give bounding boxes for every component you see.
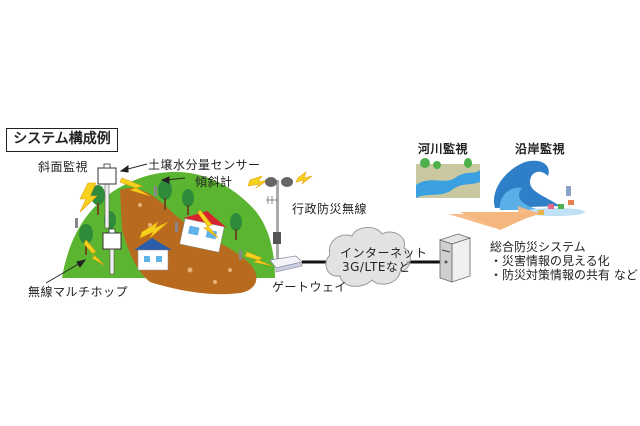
gateway-device	[269, 255, 303, 273]
label-slope-monitoring: 斜面監視	[38, 160, 89, 174]
server-illustration	[438, 233, 472, 283]
label-inclinometer: 傾斜計	[195, 175, 233, 189]
label-gateway: ゲートウェイ	[272, 280, 348, 294]
label-soil-moisture-sensor: 土壌水分量センサー	[148, 158, 261, 172]
label-3g-lte: 3G/LTEなど	[342, 260, 411, 274]
tsunami-illustration	[494, 160, 585, 216]
wireless-signal-bolts	[79, 171, 313, 267]
sensor-poles	[75, 163, 242, 275]
house-1	[134, 238, 172, 271]
label-internet: インターネット	[340, 246, 428, 260]
system-info: 総合防災システム ・災害情報の見える化 ・防災対策情報の共有 など	[490, 240, 638, 282]
internet-cloud	[325, 227, 411, 287]
hill-illustration	[62, 171, 275, 295]
radio-tower	[265, 177, 293, 265]
pointer-arrows	[45, 163, 186, 284]
label-wireless-multihop: 無線マルチホップ	[28, 285, 129, 299]
label-river-monitoring: 河川監視	[418, 142, 469, 156]
system-name: 総合防災システム	[490, 240, 586, 254]
system-item-visualization: ・災害情報の見える化	[490, 254, 610, 268]
label-coastal-monitoring: 沿岸監視	[515, 142, 566, 156]
diagram-title: システム構成例	[6, 128, 118, 152]
label-admin-disaster-radio: 行政防災無線	[292, 202, 368, 216]
river-illustration	[416, 158, 480, 198]
system-item-sharing: ・防災対策情報の共有 など	[490, 268, 638, 282]
